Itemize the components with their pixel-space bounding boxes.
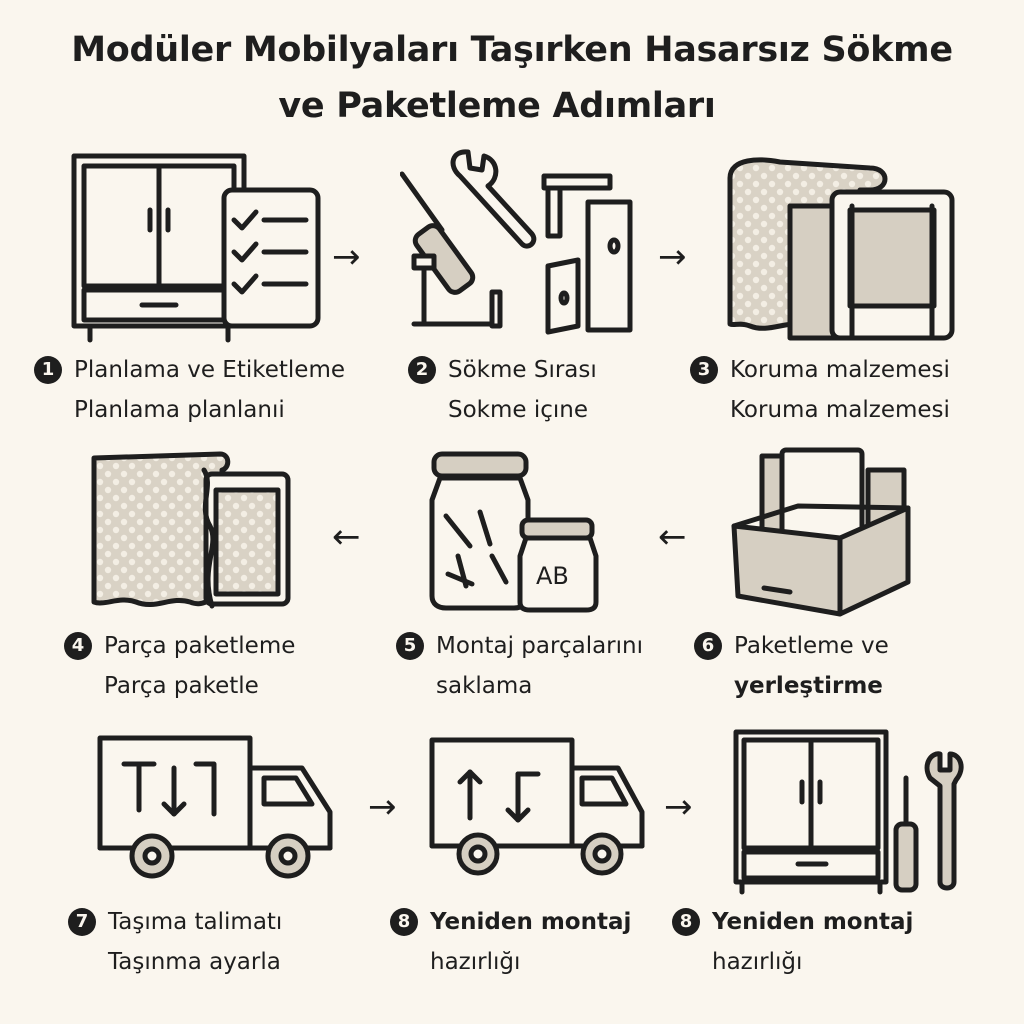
wrapped-panel-icon bbox=[91, 451, 291, 609]
step-8-caption: 8 Yeniden montaj hazırlığı bbox=[390, 902, 710, 982]
step-badge: 3 bbox=[690, 356, 718, 384]
svg-text:AB: AB bbox=[536, 562, 569, 590]
truck-unload-icon bbox=[429, 737, 645, 876]
tools-disassembly-icon bbox=[400, 149, 633, 335]
step-7-illustration bbox=[90, 724, 360, 924]
flow-arrow-right: → bbox=[658, 237, 687, 277]
step-1-illustration bbox=[62, 148, 332, 348]
step-title: Sökme Sırası bbox=[448, 357, 597, 383]
step-badge: 8 bbox=[672, 908, 700, 936]
flow-arrow-right: → bbox=[332, 237, 361, 277]
flow-arrow-right: → bbox=[664, 787, 693, 827]
step-subtitle: Parça paketle bbox=[104, 673, 259, 699]
step-6-illustration bbox=[728, 446, 998, 646]
step-2-illustration bbox=[400, 148, 670, 348]
step-badge: 8 bbox=[390, 908, 418, 936]
step-badge: 5 bbox=[396, 632, 424, 660]
step-title: Planlama ve Etiketleme bbox=[74, 357, 346, 383]
title-line-1: Modüler Mobilyaları Taşırken Hasarsız Sö… bbox=[71, 30, 953, 70]
wardrobe-checklist-icon bbox=[71, 153, 321, 343]
step-badge: 6 bbox=[694, 632, 722, 660]
screw-jars-icon: AB bbox=[429, 451, 599, 613]
page-title: Modüler Mobilyaları Taşırken Hasarsız Sö… bbox=[0, 22, 1024, 134]
step-badge: 4 bbox=[64, 632, 92, 660]
title-line-2: ve Paketleme Adımları bbox=[278, 86, 716, 126]
bubble-wrap-panels-icon bbox=[727, 157, 955, 341]
step-4-caption: 4 Parça paketleme Parça paketle bbox=[64, 626, 384, 706]
flow-arrow-left: ← bbox=[658, 517, 687, 557]
truck-arrows-icon bbox=[97, 735, 333, 879]
box-panels-icon bbox=[731, 447, 911, 617]
step-subtitle: hazırlığı bbox=[712, 949, 803, 975]
step-2-caption: 2 Sökme Sırası Sokme içıne bbox=[408, 350, 728, 430]
step-title: Yeniden montaj bbox=[712, 909, 914, 935]
step-subtitle: saklama bbox=[436, 673, 533, 699]
step-8-illustration bbox=[422, 724, 692, 924]
step-title: Taşıma talimatı bbox=[108, 909, 283, 935]
step-title: Montaj parçalarını bbox=[436, 633, 643, 659]
step-subtitle: hazırlığı bbox=[430, 949, 521, 975]
step-badge: 2 bbox=[408, 356, 436, 384]
step-3-illustration bbox=[720, 148, 990, 348]
step-title: Yeniden montaj bbox=[430, 909, 632, 935]
step-5-caption: 5 Montaj parçalarını saklama bbox=[396, 626, 716, 706]
step-badge: 7 bbox=[68, 908, 96, 936]
step-title: Paketleme ve bbox=[734, 633, 889, 659]
step-5-illustration: AB bbox=[410, 446, 680, 646]
step-6-caption: 6 Paketleme ve yerleştirme bbox=[694, 626, 1014, 706]
step-1-caption: 1 Planlama ve Etiketleme Planlama planlan… bbox=[34, 350, 354, 430]
step-title: Koruma malzemesi bbox=[730, 357, 950, 383]
step-badge: 1 bbox=[34, 356, 62, 384]
step-subtitle: yerleştirme bbox=[734, 673, 883, 699]
flow-arrow-left: ← bbox=[332, 517, 361, 557]
step-9-illustration bbox=[726, 724, 996, 924]
step-7-caption: 7 Taşıma talimatı Taşınma ayarla bbox=[68, 902, 388, 982]
flow-arrow-right: → bbox=[368, 787, 397, 827]
step-subtitle: Planlama planlanıi bbox=[74, 397, 285, 423]
step-subtitle: Koruma malzemesi bbox=[730, 397, 950, 423]
step-title: Parça paketleme bbox=[104, 633, 296, 659]
step-4-illustration bbox=[80, 446, 350, 646]
step-9-caption: 8 Yeniden montaj hazırlığı bbox=[672, 902, 992, 982]
wardrobe-tools-icon bbox=[733, 729, 964, 895]
step-subtitle: Sokme içıne bbox=[448, 397, 589, 423]
step-subtitle: Taşınma ayarla bbox=[108, 949, 281, 975]
